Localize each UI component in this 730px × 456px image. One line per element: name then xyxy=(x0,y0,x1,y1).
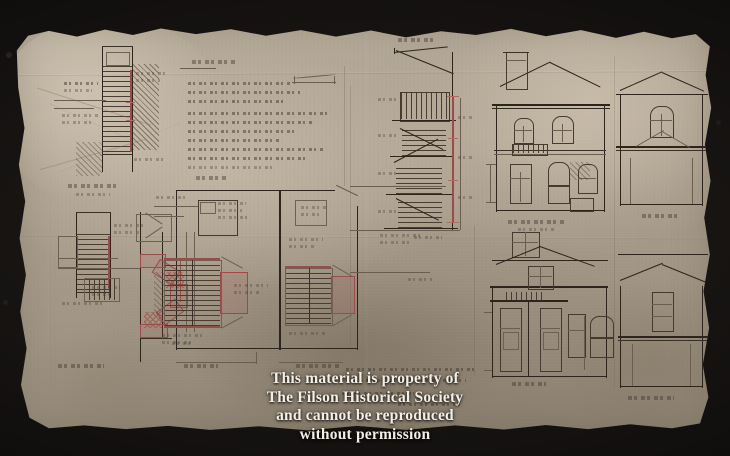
rear-elevation xyxy=(484,232,624,386)
specification-notes xyxy=(180,60,340,170)
wall-section-detail xyxy=(54,42,174,196)
mount-speck xyxy=(3,300,8,305)
side-elevation xyxy=(616,46,711,226)
drawing-sheet xyxy=(16,28,712,431)
red-dimension-line xyxy=(442,96,472,226)
inscription xyxy=(340,368,500,412)
construction-line xyxy=(344,66,345,186)
construction-line xyxy=(474,226,475,376)
construction-line xyxy=(614,56,615,386)
mount-speck xyxy=(716,120,721,125)
caption-plan-left xyxy=(58,364,104,368)
caption-plan-center xyxy=(184,364,218,368)
second-floor-plan xyxy=(269,176,379,366)
section-datum-lines xyxy=(350,186,480,306)
stair-section xyxy=(374,38,484,244)
end-elevation xyxy=(618,240,711,400)
front-elevation xyxy=(486,46,616,231)
caption-plan-right xyxy=(296,364,340,368)
mount-speck xyxy=(6,52,12,58)
construction-line xyxy=(350,86,351,346)
first-floor-plan xyxy=(154,176,334,366)
